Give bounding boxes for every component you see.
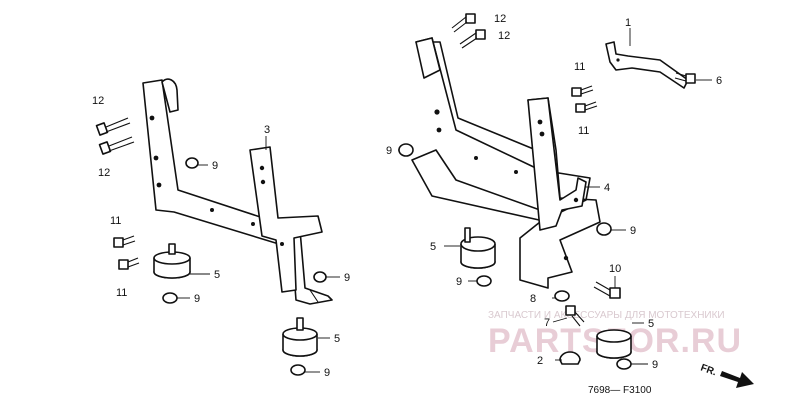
bolts — [95, 13, 696, 327]
rubber-mount-part-5a — [153, 243, 191, 279]
watermark-subtitle: ЗАПЧАСТИ И АКСЕССУАРЫ ДЛЯ МОТОТЕХНИКИ — [488, 310, 725, 321]
callout-11-left-top: 11 — [110, 215, 121, 227]
callouts: 1 2 3 4 5 5 5 5 6 7 8 9 9 9 9 9 9 9 9 10… — [92, 13, 722, 379]
callout-12-top-b: 12 — [498, 30, 510, 42]
callout-1: 1 — [625, 17, 631, 29]
callout-8: 8 — [530, 293, 536, 305]
callout-12-top-a: 12 — [494, 13, 506, 25]
bracket-part-1 — [605, 41, 689, 89]
callout-9-d: 9 — [324, 367, 330, 379]
leader-lines — [177, 28, 712, 373]
callout-5-bottom-right: 5 — [648, 318, 654, 330]
callout-5-center: 5 — [430, 241, 436, 253]
callout-5-left: 5 — [214, 269, 220, 281]
callout-9-b: 9 — [194, 293, 200, 305]
callout-11-right-bottom: 11 — [578, 125, 589, 137]
rubber-mount-part-5c — [282, 317, 318, 357]
callout-11-left-bottom: 11 — [116, 287, 127, 299]
callout-3: 3 — [264, 124, 270, 136]
callout-10: 10 — [609, 263, 621, 275]
callout-9-e: 9 — [386, 145, 392, 157]
callout-9-h: 9 — [652, 359, 658, 371]
callout-9-c: 9 — [344, 272, 350, 284]
front-label: FR. — [699, 362, 718, 378]
callout-6: 6 — [716, 75, 722, 87]
callout-9-f: 9 — [456, 276, 462, 288]
callout-7: 7 — [544, 317, 550, 329]
nuts — [162, 143, 632, 376]
cap-part-2 — [559, 351, 581, 365]
callout-9-a: 9 — [212, 160, 218, 172]
callout-9-g: 9 — [630, 225, 636, 237]
rubber-mount-part-5d — [596, 329, 632, 359]
diagram-code: 7698— F3100 — [588, 385, 652, 396]
callout-12-left-bottom: 12 — [98, 167, 110, 179]
callout-11-right-top: 11 — [574, 61, 585, 73]
frame-right-part-4 — [411, 37, 601, 289]
callout-4: 4 — [604, 182, 610, 194]
front-direction-indicator: FR. — [699, 362, 754, 388]
callout-2: 2 — [537, 355, 543, 367]
rubber-mount-part-5b — [460, 227, 496, 269]
frame-left-part-3 — [142, 78, 333, 305]
front-arrow-icon — [720, 371, 754, 388]
callout-12-left-top: 12 — [92, 95, 104, 107]
callout-5-bottom-left: 5 — [334, 333, 340, 345]
